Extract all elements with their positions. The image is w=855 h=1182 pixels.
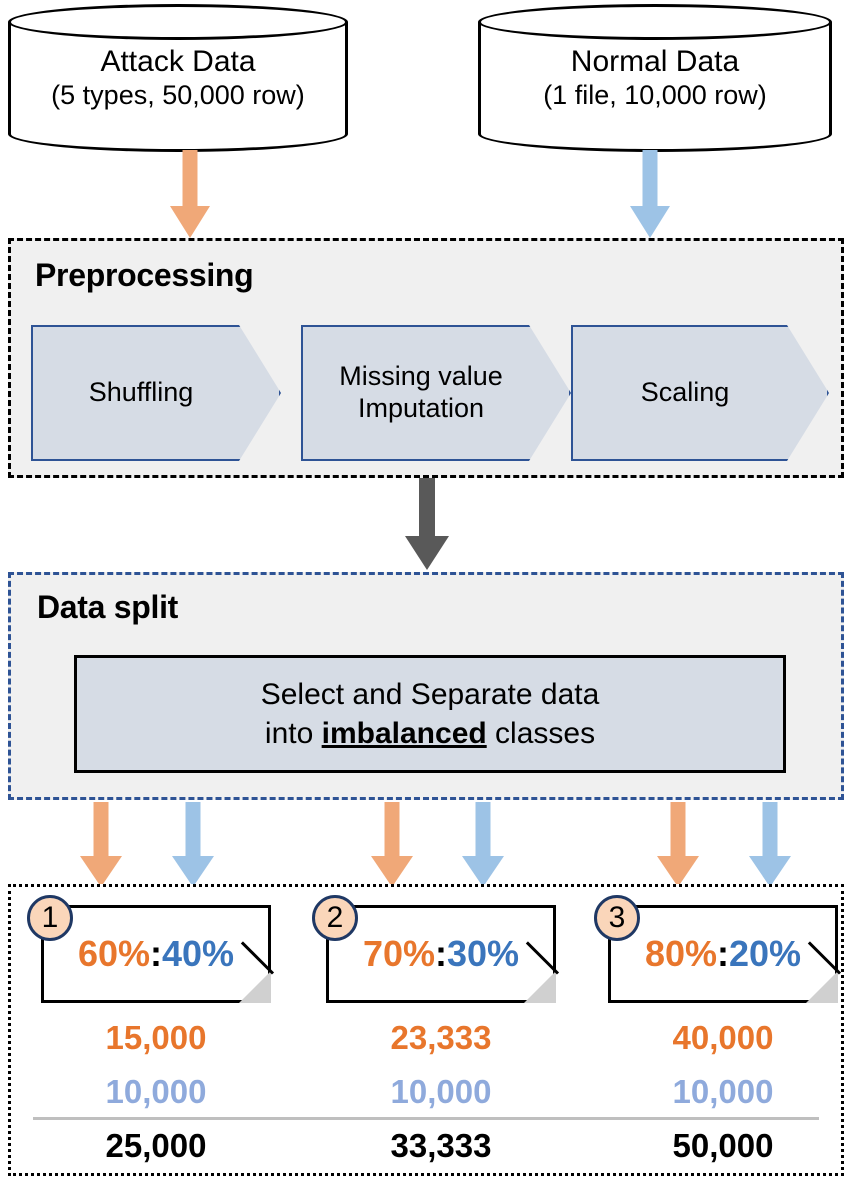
preprocessing-step-missing-value-imputation: Missing value Imputation [301,325,571,461]
preprocessing-title: Preprocessing [35,257,254,293]
cylinder-top-ellipse [478,4,832,40]
preprocessing-step-scaling: Scaling [571,325,829,461]
preprocessing-step-shuffling: Shuffling [31,325,281,461]
cylinder-top-ellipse [8,4,348,40]
splits-results-box: 60%:40% 1 15,000 10,000 25,000 70%:30% 2… [8,884,844,1176]
attack-to-preprocessing-arrow [170,150,210,238]
cylinder-body [478,22,832,134]
step-label-line2: Imputation [357,393,485,423]
split1-total: 25,000 [105,1127,207,1164]
split1-normal-arrow [172,802,214,887]
step-label-line1: Missing value [339,361,503,392]
split3-ratio: 80%:20% [608,905,838,1003]
split1-normal-pct: 40% [162,933,235,974]
normal-data-title: Normal Data [570,45,740,79]
line2-emphasis: imbalanced [321,717,487,750]
split3-normal-pct: 20% [729,933,802,974]
step-label: Shuffling [88,377,194,408]
split2-step-number: 2 [312,895,358,941]
totals-divider [33,1117,819,1120]
preprocessing-panel: Preprocessing Shuffling Missing value Im… [8,238,844,478]
split2-normal-count: 10,000 [390,1073,492,1110]
select-separate-box: Select and Separate data into imbalanced… [74,655,786,773]
split2-normal-pct: 30% [447,933,520,974]
note-body [326,905,556,1003]
normal-data-label: Normal Data (1 file, 10,000 row) [478,4,832,152]
split2-attack-pct: 70% [362,933,435,974]
split2-separator: : [435,933,447,974]
normal-data-subtitle: (1 file, 10,000 row) [543,79,767,110]
split3-normal-arrow [749,802,791,887]
cylinder-body [8,22,348,134]
split3-separator: : [717,933,729,974]
normal-data-store: Normal Data (1 file, 10,000 row) [478,4,832,152]
split3-normal-count: 10,000 [672,1073,774,1110]
split1-normal-count: 10,000 [105,1073,207,1110]
split1-attack-count: 15,000 [105,1019,207,1056]
split1-attack-pct: 60% [77,933,150,974]
split3-total: 50,000 [672,1127,774,1164]
split1-separator: : [150,933,162,974]
attack-data-store: Attack Data (5 types, 50,000 row) [8,4,348,152]
data-split-panel: Data split Select and Separate data into… [8,572,844,800]
step-label: Missing value Imputation [339,361,533,425]
note-body [608,905,838,1003]
split3-note: 80%:20% [608,905,842,1003]
split2-ratio: 70%:30% [326,905,556,1003]
attack-data-label: Attack Data (5 types, 50,000 row) [8,4,348,152]
step-label: Scaling [640,377,730,408]
normal-to-preprocessing-arrow [630,150,670,238]
split3-attack-arrow [657,802,699,887]
split2-total: 33,333 [390,1127,492,1164]
split3-attack-pct: 80% [644,933,717,974]
attack-data-subtitle: (5 types, 50,000 row) [51,79,305,110]
select-separate-line1: Select and Separate data [260,678,600,711]
split1-ratio: 60%:40% [41,905,271,1003]
preprocessing-to-datasplit-arrow [405,478,449,570]
split2-attack-arrow [371,802,413,887]
split1-step-number: 1 [27,895,73,941]
split2-note: 70%:30% [326,905,560,1003]
split1-attack-arrow [80,802,122,887]
line2-suffix: classes [486,717,596,750]
data-split-title: Data split [37,589,179,625]
attack-data-title: Attack Data [100,45,256,79]
split3-attack-count: 40,000 [672,1019,774,1056]
line2-prefix: into [264,717,322,750]
split1-note: 60%:40% [41,905,275,1003]
split3-step-number: 3 [594,895,640,941]
note-body [41,905,271,1003]
select-separate-line2: into imbalanced classes [265,714,595,753]
split2-normal-arrow [462,802,504,887]
split2-attack-count: 23,333 [390,1019,492,1056]
